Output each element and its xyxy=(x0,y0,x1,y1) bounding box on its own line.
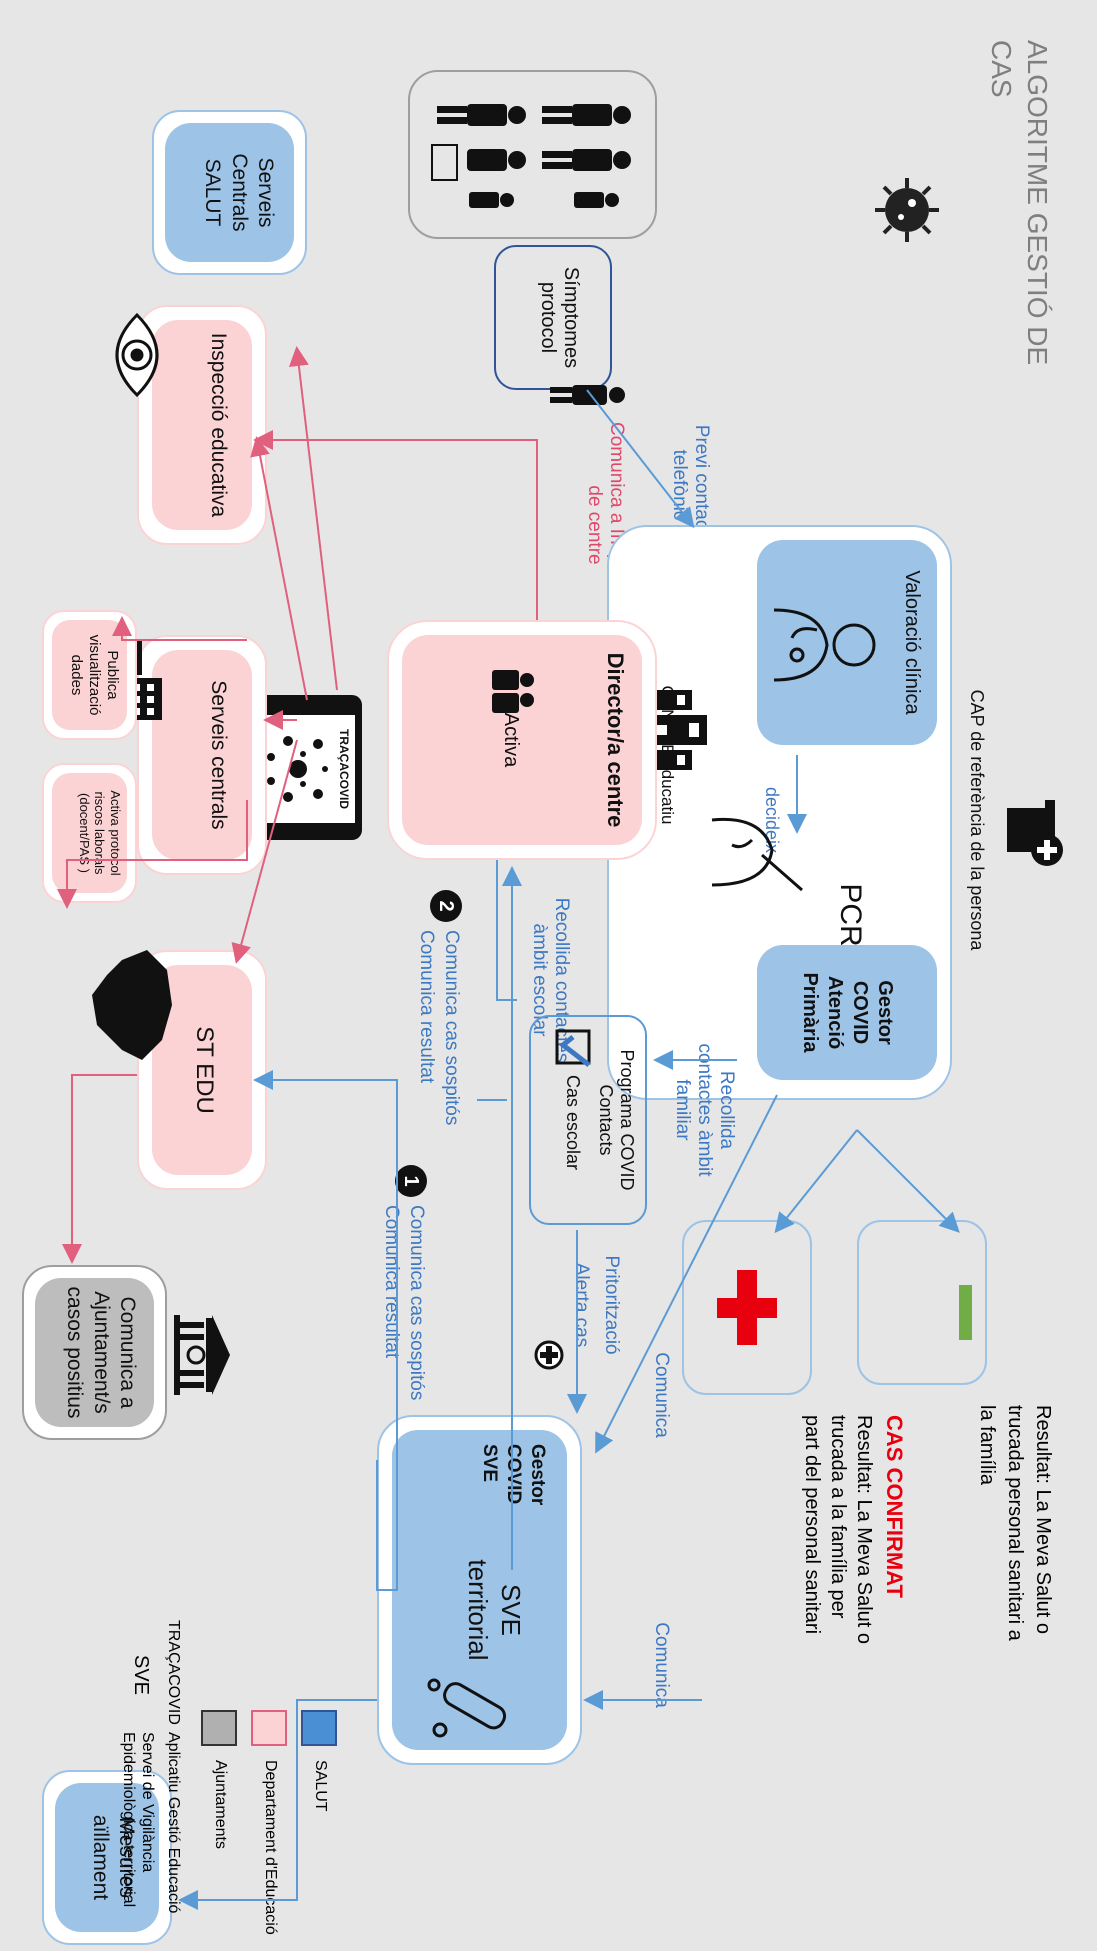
legend-ajuntaments-label: Ajuntaments xyxy=(212,1760,229,1849)
comunica1-b-label: Comunica resultat xyxy=(381,1205,402,1359)
director-label: Director/a centre xyxy=(603,652,628,828)
doctor-icon xyxy=(773,608,876,682)
medical-cross-icon xyxy=(534,1340,564,1370)
simptomes-label: Símptomes protocol xyxy=(537,266,582,369)
confirmat-text-2: trucada a la família per xyxy=(827,1415,849,1619)
virus-icon xyxy=(875,178,939,242)
negatiu-minus-icon xyxy=(959,1285,972,1340)
arrow-stedu-ajuntament xyxy=(62,1074,137,1264)
legend-educacio-label: Departament d'Educació xyxy=(262,1760,279,1935)
legend-salut-swatch xyxy=(301,1710,337,1746)
activa-protocol-box: Activa protocol riscos laborals (docent/… xyxy=(52,773,127,893)
inspeccio-label: Inspecció educativa xyxy=(207,332,230,518)
prioritzacio-label: Pritorització xyxy=(601,1255,622,1355)
ajuntament-box: Comunica a Ajuntament/s casos positius xyxy=(35,1278,154,1427)
confirmat-plus-icon xyxy=(717,1270,777,1345)
gestor-ap-label: Gestor COVID Atenció Primària xyxy=(799,972,896,1053)
checkbox-icon xyxy=(555,1029,591,1067)
legend-educacio-swatch xyxy=(251,1710,287,1746)
comunica2-a-label: Comunica cas sospitós xyxy=(441,930,462,1126)
comunica-a-label: Comunica xyxy=(651,1352,672,1438)
arrow-sve-stedu xyxy=(253,1070,398,1591)
valoracio-box: Valoració clínica xyxy=(757,540,937,745)
valoracio-label: Valoració clínica xyxy=(901,570,923,715)
legend-sve-desc: Servei de Vigilància Epidemiològica terr… xyxy=(119,1732,156,1908)
publica-box: Publica visualització dades xyxy=(52,620,127,730)
director-icon xyxy=(492,670,534,713)
negatiu-text: Resultat: La Meva Salut o trucada person… xyxy=(976,1405,1054,1641)
sve-title-label: SVE territorial xyxy=(463,1559,527,1661)
hospital-icon xyxy=(1007,800,1063,866)
serveis-salut-box: Serveis Centrals SALUT xyxy=(165,123,294,262)
step-1-badge: 1 xyxy=(395,1165,427,1197)
programa-label: Programa COVID Contacts xyxy=(596,1049,637,1191)
simptomes-box: Símptomes protocol xyxy=(494,245,612,390)
legend-sve-abbr: SVE xyxy=(130,1655,152,1696)
programa-box: Programa COVID Contacts Cas escolar xyxy=(529,1015,647,1225)
legend: SALUT Departament d'Educació Ajuntaments… xyxy=(7,1620,337,1950)
arrow-director-inspeccio xyxy=(253,430,538,620)
serveis-centrals-label: Serveis centrals xyxy=(207,680,230,830)
page-title: ALGORITME GESTIÓ DE CAS xyxy=(985,40,1053,366)
arrow-cap-negatiu xyxy=(856,1129,960,1233)
step-2-badge: 2 xyxy=(430,890,462,922)
pcr-swab-icon xyxy=(711,817,803,892)
tracacovid-screen: TRAÇACOVID xyxy=(259,715,355,823)
test-tube-icon xyxy=(427,1678,507,1738)
inspector-icon xyxy=(550,385,625,405)
sve-gestor-label: Gestor COVID SVE xyxy=(479,1444,549,1506)
tracacovid-app[interactable]: TRAÇACOVID xyxy=(252,695,362,840)
confirmat-title: CAS CONFIRMAT xyxy=(882,1415,907,1598)
town-hall-icon xyxy=(174,1315,230,1395)
publica-label: Publica visualització dades xyxy=(68,634,121,716)
confirmat-text-1: Resultat: La Meva Salut o xyxy=(853,1415,875,1645)
legend-ajuntaments-swatch xyxy=(201,1710,237,1746)
comunica-b-label: Comunica xyxy=(651,1622,672,1708)
sve-box: Gestor COVID SVE SVE territorial xyxy=(392,1430,567,1750)
cap-label: CAP de referència de la persona xyxy=(967,689,987,951)
legend-salut-label: SALUT xyxy=(312,1760,329,1812)
serveis-centrals-box: Serveis centrals xyxy=(152,650,252,860)
inspection-eye-icon xyxy=(115,312,159,398)
ajuntament-label: Comunica a Ajuntament/s casos positius xyxy=(63,1286,140,1419)
legend-tracacovid-abbr: TRAÇACOVID xyxy=(165,1620,182,1725)
serveis-salut-label: Serveis Centrals SALUT xyxy=(201,153,278,232)
comunica1-a-label: Comunica cas sospitós xyxy=(406,1205,427,1401)
activa-protocol-label: Activa protocol riscos laborals (docent/… xyxy=(76,790,123,876)
comunica2-b-label: Comunica resultat xyxy=(416,930,437,1084)
family-icon xyxy=(431,104,631,208)
arrow-director-programa xyxy=(496,860,517,1001)
arrow-app-salut xyxy=(288,346,338,691)
catalonia-map-icon xyxy=(92,950,172,1060)
recollida-familiar-label: Recollida contactes àmbit familiar xyxy=(672,1043,737,1177)
confirmat-text-3: part del personal sanitari xyxy=(801,1415,823,1635)
arrow-cap-confirmat xyxy=(774,1129,858,1234)
gestor-ap-box: Gestor COVID Atenció Primària xyxy=(757,945,937,1080)
alerta-label: Alerta cas xyxy=(571,1262,592,1348)
st-edu-label: ST EDU xyxy=(191,1026,218,1114)
cas-escolar-label: Cas escolar xyxy=(563,1075,583,1171)
legend-tracacovid-desc: Aplicatiu Gestió Educació xyxy=(165,1732,182,1914)
tracacovid-dots-icon xyxy=(267,736,328,802)
tracacovid-label: TRAÇACOVID xyxy=(337,729,351,809)
